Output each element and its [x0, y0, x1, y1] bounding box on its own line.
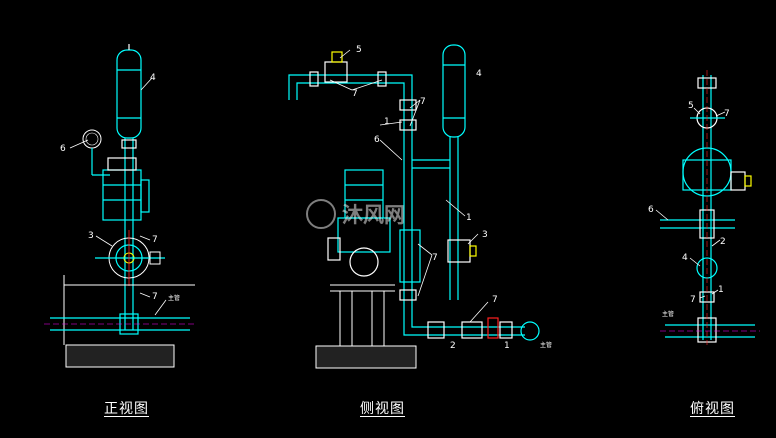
side-callout-4: 4 — [476, 69, 482, 79]
side-callout-1a: 1 — [384, 117, 390, 127]
front-pressure-gauge — [82, 129, 110, 176]
side-callout-1c: 1 — [504, 341, 510, 351]
side-callout-5: 5 — [356, 45, 362, 55]
watermark-logo-icon — [306, 199, 336, 229]
side-view-label: 侧视图 — [360, 401, 405, 417]
side-callout-1b: 1 — [466, 213, 472, 223]
watermark-text: 沐风网 — [342, 203, 405, 227]
top-callout-5: 5 — [688, 101, 694, 111]
side-pipe-tag: 主管 — [540, 341, 552, 349]
front-pump-head — [95, 230, 165, 286]
top-callout-1: 1 — [718, 285, 724, 295]
top-callout-6: 6 — [648, 205, 654, 215]
side-callout-7c: 7 — [432, 253, 438, 263]
side-view: 5 7 4 7 1 6 7 1 3 7 2 1 主管 — [288, 44, 552, 369]
top-callout-7a: 7 — [724, 109, 730, 119]
side-callout-2: 2 — [450, 341, 456, 351]
watermark: 沐风网 — [306, 199, 405, 229]
front-callout-7a: 7 — [152, 235, 158, 245]
front-motor — [102, 157, 150, 221]
top-callout-7b: 7 — [690, 295, 696, 305]
side-callout-3: 3 — [482, 230, 488, 240]
side-callout-7d: 7 — [492, 295, 498, 305]
side-callout-7b: 7 — [420, 97, 426, 107]
side-callout-7a: 7 — [352, 89, 358, 99]
top-view-label: 俯视图 — [690, 401, 735, 417]
front-accumulator — [116, 44, 142, 139]
front-callout-4: 4 — [150, 73, 156, 83]
top-view: 5 7 6 2 4 1 7 主管 — [648, 70, 760, 345]
front-pipe-tag: 主管 — [168, 294, 180, 302]
front-callout-3: 3 — [88, 231, 94, 241]
top-callout-4: 4 — [682, 253, 688, 263]
front-callout-7b: 7 — [152, 292, 158, 302]
front-callout-6: 6 — [60, 144, 66, 154]
front-view: 4 6 3 7 7 主管 — [44, 44, 196, 368]
front-view-label: 正视图 — [104, 401, 149, 417]
top-pipe-tag: 主管 — [662, 310, 674, 318]
side-callout-6: 6 — [374, 135, 380, 145]
top-callout-2: 2 — [720, 237, 726, 247]
